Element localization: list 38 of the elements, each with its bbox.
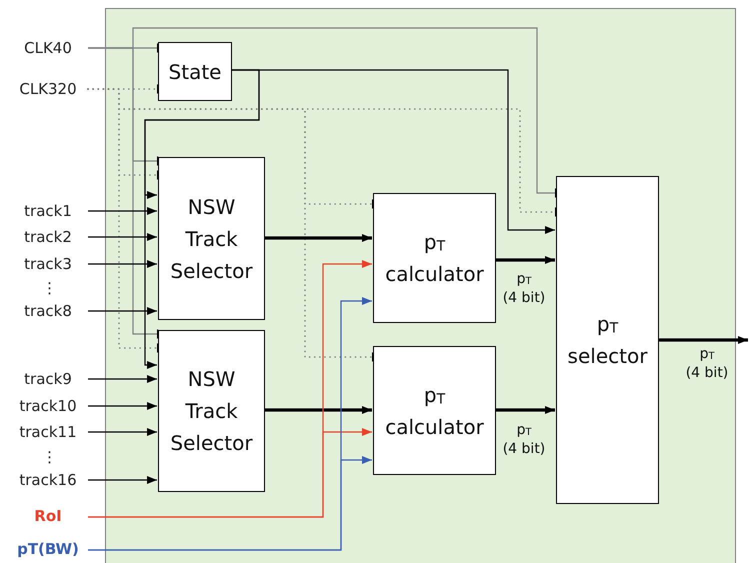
ellipsis-mark: ⋮ [42, 281, 57, 296]
arrow [88, 428, 372, 518]
signal-label: track2 [8, 227, 88, 247]
ellipsis-mark: ⋮ [42, 450, 57, 465]
process-box: p$_{T}$ selector [556, 176, 659, 504]
arrow [231, 69, 555, 234]
signal-label: track11 [8, 422, 88, 442]
arrow [88, 307, 157, 315]
arrow [144, 69, 260, 369]
signal-label: CLK40 [8, 38, 88, 58]
signal-label: track16 [8, 470, 88, 490]
arrow [495, 256, 555, 264]
signal-label: pT(BW) [8, 539, 88, 561]
signal-label: track8 [8, 301, 88, 321]
arrow [88, 260, 157, 268]
arrow [88, 456, 372, 551]
process-box: p$_{T}$ calculator [373, 193, 496, 323]
arrow [264, 406, 372, 414]
panel-background [105, 8, 736, 563]
arrow [88, 428, 157, 436]
arrow [88, 207, 157, 215]
signal-label: RoI [8, 506, 88, 528]
signal-label: track3 [8, 254, 88, 274]
signal-label: track1 [8, 201, 88, 221]
signal-label: track10 [8, 396, 88, 416]
arrow [88, 375, 157, 383]
arrow [264, 234, 372, 242]
process-box: NSW Track Selector [158, 330, 265, 492]
arrow [658, 336, 748, 344]
arrow [88, 233, 157, 241]
process-box: p$_{T}$ calculator [373, 346, 496, 475]
arrow [88, 402, 157, 410]
arrow [495, 406, 555, 414]
signal-label: CLK320 [8, 79, 88, 99]
process-box: NSW Track Selector [158, 157, 265, 320]
signal-label: track9 [8, 369, 88, 389]
arrow [88, 476, 157, 484]
process-box: State [158, 42, 232, 101]
